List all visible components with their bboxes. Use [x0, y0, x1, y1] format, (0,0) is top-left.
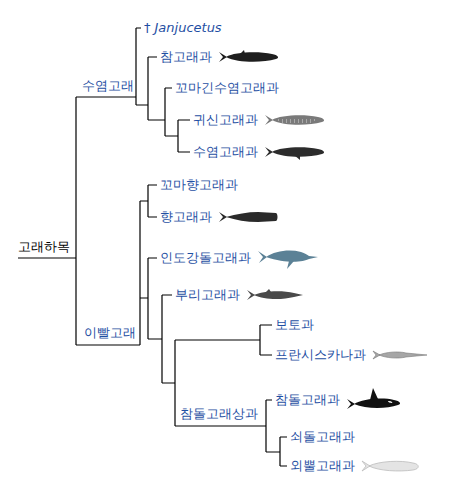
whale-fin	[294, 155, 300, 160]
taxon-label: 수염고래	[82, 78, 134, 94]
whale-body	[362, 461, 418, 471]
taxon-label: 참돌고래과	[275, 392, 340, 408]
taxon-label: 인도강돌고래과	[160, 250, 251, 266]
taxon-label: 수염고래과	[193, 144, 258, 160]
taxon-label: 꼬마긴수염고래과	[175, 80, 279, 96]
whale-illustration	[264, 143, 326, 161]
taxon-label: 꼬마향고래과	[160, 177, 238, 193]
branch-lines	[18, 28, 287, 466]
taxon-label: Janjucetus	[155, 20, 222, 36]
taxon-label: 고래하목	[18, 239, 70, 255]
whale-spots	[278, 120, 318, 122]
dolphin-body	[373, 351, 427, 359]
dolphin-fin	[287, 261, 294, 269]
whale-illustration	[346, 387, 402, 413]
taxon-label: 향고래과	[160, 209, 212, 225]
whale-body	[219, 212, 278, 222]
whale-body	[247, 290, 303, 300]
orca-fin	[370, 388, 378, 400]
whale-body	[265, 147, 324, 157]
whale-illustration	[218, 209, 278, 225]
whale-body	[219, 52, 278, 62]
taxon-label: 프란시스카나과	[275, 347, 366, 363]
whale-illustration	[218, 48, 280, 66]
whale-fin	[240, 50, 245, 54]
dolphin-body	[258, 251, 318, 263]
orca-patch	[388, 401, 392, 403]
whale-body	[265, 115, 324, 125]
whale-illustration	[372, 348, 428, 362]
whale-illustration	[246, 287, 304, 303]
orca-body	[347, 399, 400, 409]
whale-illustration	[257, 245, 319, 271]
whale-illustration	[361, 458, 421, 474]
taxon-label: 부리고래과	[175, 287, 240, 303]
taxon-label: 쇠돌고래과	[290, 429, 355, 445]
taxon-label: 참돌고래상과	[180, 406, 258, 422]
taxon-label: †	[144, 20, 151, 36]
taxon-label: 외뿔고래과	[290, 458, 355, 474]
whale-illustration	[264, 111, 326, 129]
taxon-label: 귀신고래과	[193, 112, 258, 128]
taxon-label: 이빨고래	[84, 325, 136, 341]
taxon-label: 보토과	[275, 317, 314, 333]
whale-fin	[266, 289, 271, 292]
taxon-label: 참고래과	[160, 49, 212, 65]
